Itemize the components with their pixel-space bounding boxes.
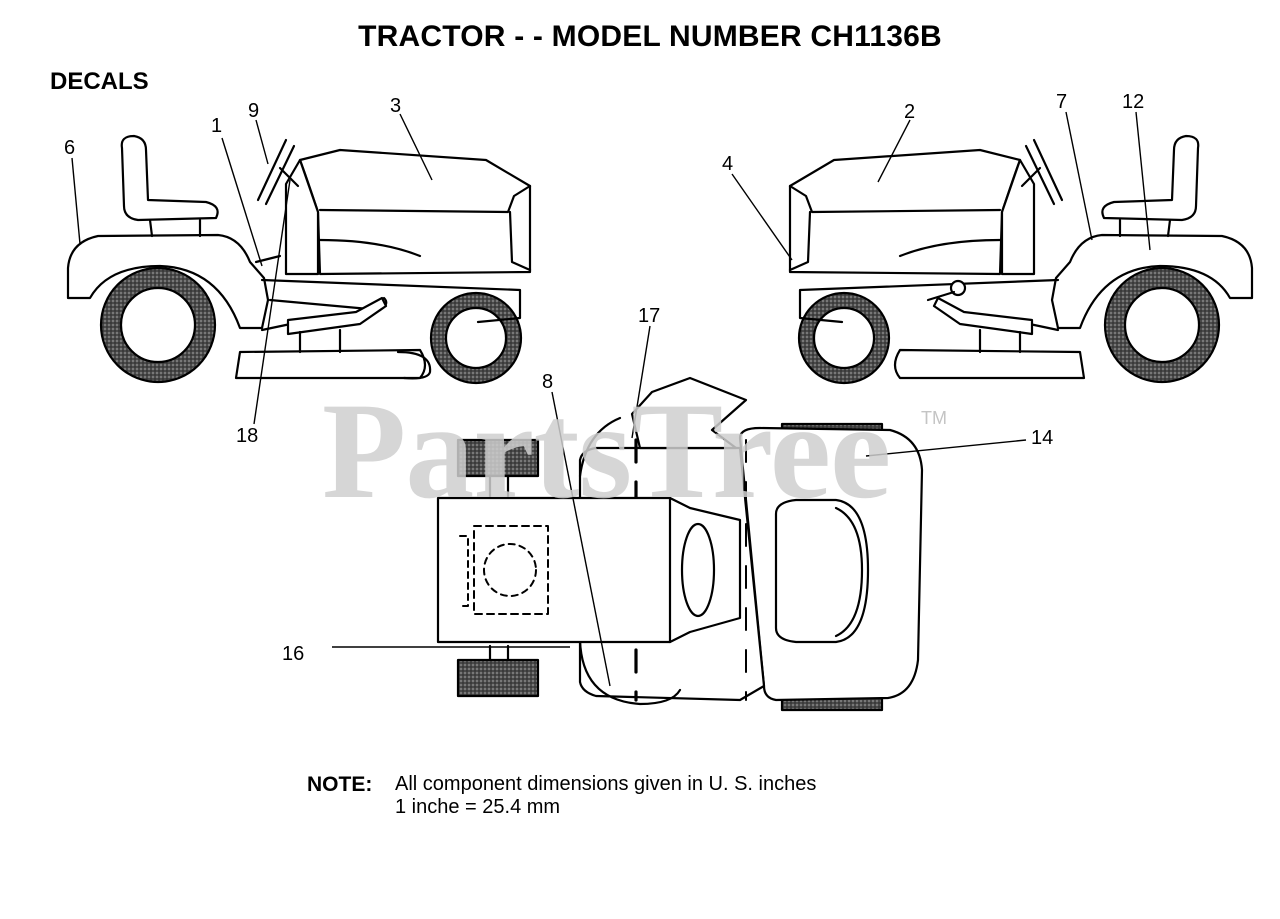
front-tire-top xyxy=(456,438,540,478)
leader-2 xyxy=(877,119,911,183)
tractor-right-side-view xyxy=(788,134,1254,385)
callout-17: 17 xyxy=(638,305,661,327)
trademark-symbol: TM xyxy=(921,408,947,428)
leader-18 xyxy=(253,179,291,425)
callout-3: 3 xyxy=(390,95,402,117)
callout-14: 14 xyxy=(1031,427,1054,449)
partstree-watermark: PartsTree xyxy=(322,374,891,527)
leader-6 xyxy=(71,157,81,245)
callout-12: 12 xyxy=(1122,91,1145,113)
leader-4 xyxy=(731,173,793,261)
callout-18: 18 xyxy=(236,425,259,447)
note-line-1: All component dimensions given in U. S. … xyxy=(395,773,817,795)
leader-lines xyxy=(71,111,1151,687)
page-title: TRACTOR - - MODEL NUMBER CH1136B xyxy=(358,20,942,53)
leader-12 xyxy=(1135,111,1151,251)
note-line-2: 1 inche = 25.4 mm xyxy=(395,796,561,818)
leader-7 xyxy=(1065,111,1093,241)
leader-8 xyxy=(551,391,611,687)
note-label: NOTE: xyxy=(307,773,373,796)
callout-1: 1 xyxy=(211,115,223,137)
callout-9: 9 xyxy=(248,100,260,122)
leader-17 xyxy=(631,325,651,439)
callout-6: 6 xyxy=(64,137,76,159)
callout-7: 7 xyxy=(1056,91,1068,113)
front-tire-bottom xyxy=(456,658,540,698)
leader-3 xyxy=(399,113,433,181)
callout-2: 2 xyxy=(904,101,916,123)
leader-1 xyxy=(221,137,263,267)
leader-14 xyxy=(865,439,1027,457)
hood-top xyxy=(436,496,672,644)
callout-8: 8 xyxy=(542,371,554,393)
section-heading: DECALS xyxy=(50,68,149,95)
callout-16: 16 xyxy=(282,643,305,665)
tractor-left-side-view xyxy=(66,134,532,385)
tractor-top-view xyxy=(436,376,924,712)
leader-9 xyxy=(255,119,269,165)
callout-4: 4 xyxy=(722,153,734,175)
